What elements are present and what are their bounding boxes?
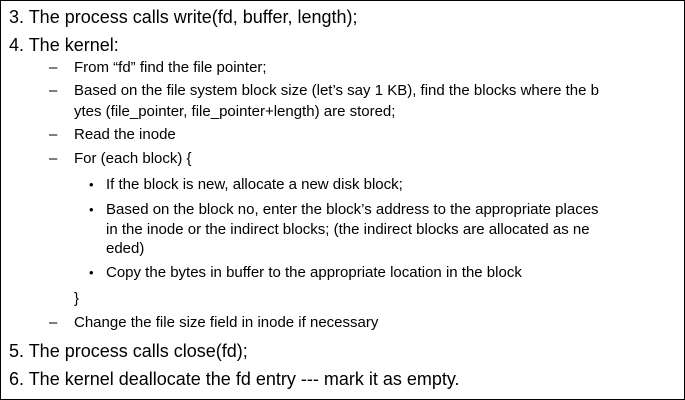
step-4: 4. The kernel:: [9, 35, 119, 55]
step-5: 5. The process calls close(fd);: [9, 341, 248, 361]
dash-marker: –: [49, 150, 58, 167]
dash-marker: –: [49, 82, 58, 99]
bullet-text: in the inode or the indirect blocks; (th…: [106, 221, 590, 238]
dash-marker: –: [49, 126, 58, 143]
bullet-text: If the block is new, allocate a new disk…: [106, 176, 403, 193]
bullet-marker: •: [89, 177, 94, 192]
dash-marker: –: [49, 59, 58, 76]
sub-item-text: For (each block) {: [74, 150, 192, 167]
sub-item-text: Based on the file system block size (let…: [74, 82, 599, 99]
step-6: 6. The kernel deallocate the fd entry --…: [9, 369, 460, 389]
bullet-text: Based on the block no, enter the block’s…: [106, 201, 599, 218]
closing-brace: }: [74, 290, 80, 307]
bullet-marker: •: [89, 265, 94, 280]
bullet-marker: •: [89, 202, 94, 217]
step-3: 3. The process calls write(fd, buffer, l…: [9, 7, 358, 27]
dash-marker: –: [49, 314, 58, 331]
sub-item-text: ytes (file_pointer, file_pointer+length)…: [74, 103, 396, 120]
sub-item-text: From “fd” find the file pointer;: [74, 59, 267, 76]
bullet-text: eded): [106, 240, 145, 257]
sub-item-text: Change the file size field in inode if n…: [74, 314, 379, 331]
sub-item-text: Read the inode: [74, 126, 176, 143]
bullet-text: Copy the bytes in buffer to the appropri…: [106, 264, 522, 281]
